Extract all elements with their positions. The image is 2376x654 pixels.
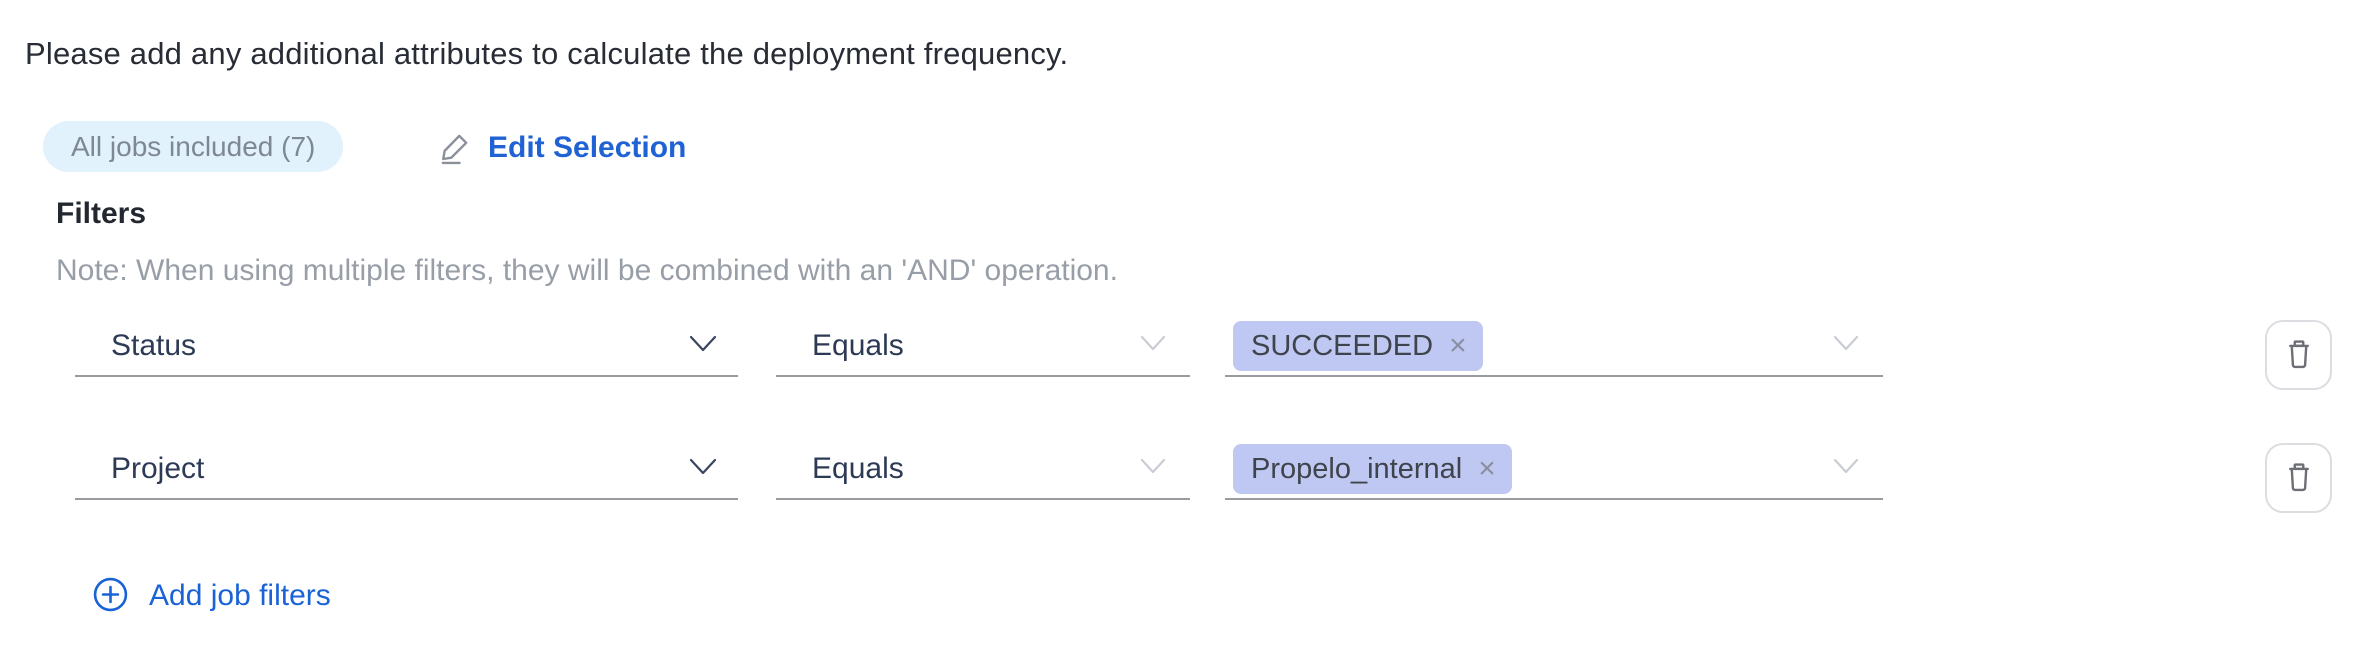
add-job-filters-button[interactable]: Add job filters: [92, 574, 331, 618]
filters-title: Filters: [56, 197, 147, 230]
operator-select[interactable]: Equals: [776, 317, 1190, 377]
remove-tag-icon[interactable]: ×: [1478, 452, 1496, 485]
remove-tag-icon[interactable]: ×: [1449, 329, 1467, 362]
plus-circle-icon: [92, 576, 129, 616]
chevron-down-icon: [1833, 458, 1859, 480]
delete-filter-button[interactable]: [2265, 443, 2332, 513]
delete-filter-button[interactable]: [2265, 320, 2332, 390]
edit-selection-label: Edit Selection: [488, 131, 687, 164]
value-tag-label: Propelo_internal: [1251, 452, 1463, 485]
add-job-filters-label: Add job filters: [149, 579, 331, 612]
trash-icon: [2282, 337, 2316, 374]
operator-select-value: Equals: [812, 452, 904, 485]
edit-pencil-icon: [438, 129, 474, 168]
attribute-select[interactable]: Project: [75, 440, 738, 500]
value-tag: SUCCEEDED ×: [1233, 321, 1483, 371]
edit-selection-button[interactable]: Edit Selection: [438, 127, 686, 169]
chevron-down-icon: [688, 334, 718, 358]
value-tag-label: SUCCEEDED: [1251, 329, 1434, 362]
filters-note: Note: When using multiple filters, they …: [56, 254, 1118, 287]
chevron-down-icon: [688, 457, 718, 481]
instruction-text: Please add any additional attributes to …: [25, 36, 1069, 71]
chevron-down-icon: [1140, 335, 1166, 357]
chevron-down-icon: [1140, 458, 1166, 480]
attribute-select-value: Status: [111, 329, 197, 362]
value-select[interactable]: SUCCEEDED ×: [1225, 317, 1883, 377]
operator-select[interactable]: Equals: [776, 440, 1190, 500]
operator-select-value: Equals: [812, 329, 904, 362]
chevron-down-icon: [1833, 335, 1859, 357]
value-tag: Propelo_internal ×: [1233, 444, 1512, 494]
value-select[interactable]: Propelo_internal ×: [1225, 440, 1883, 500]
all-jobs-badge: All jobs included (7): [43, 121, 344, 172]
attribute-select-value: Project: [111, 452, 205, 485]
attribute-select[interactable]: Status: [75, 317, 738, 377]
trash-icon: [2282, 460, 2316, 497]
